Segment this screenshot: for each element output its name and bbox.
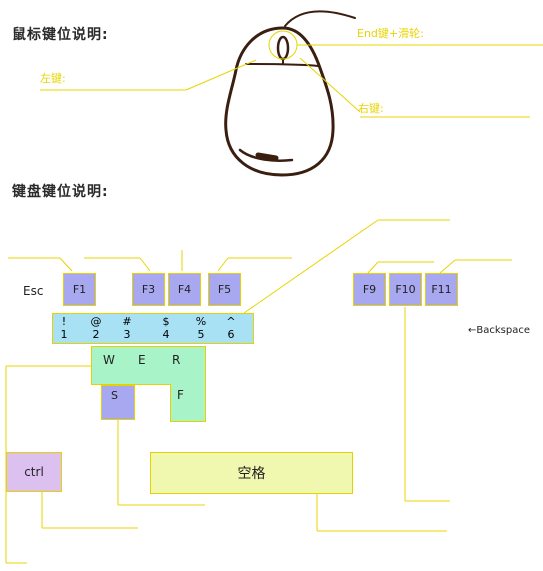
number-key-digit: 2 [92,328,100,341]
f5-key: F5 [208,273,241,306]
number-key-6: ^ 6 [224,315,238,341]
left-button-label: 左键: [40,72,66,85]
number-row: ! 1 @ 2 # 3 $ 4 % 5 ^ 6 [52,313,254,344]
number-key-symbol: $ [162,315,170,328]
number-key-4: $ 4 [159,315,173,341]
number-key-symbol: % [195,315,207,328]
ctrl-key: ctrl [6,452,62,492]
number-key-symbol: # [122,315,132,328]
keyboard-section-title: 键盘键位说明: [12,184,109,200]
number-key-symbol: @ [90,315,102,328]
f1-key: F1 [63,273,96,306]
number-key-digit: 5 [197,328,205,341]
number-key-digit: 1 [60,328,68,341]
number-key-digit: 3 [123,328,131,341]
number-key-3: # 3 [120,315,134,341]
middle-button-label: End键+滑轮: [357,27,424,40]
number-key-2: @ 2 [89,315,103,341]
number-key-symbol: ! [61,315,67,328]
backspace-label: ←Backspace [468,325,530,336]
f3-key: F3 [132,273,165,306]
f10-key: F10 [389,273,422,306]
mouse-icon [224,10,356,177]
wer-key-block [91,346,206,422]
number-key-digit: 6 [227,328,235,341]
f4-key: F4 [168,273,201,306]
right-button-label: 右键: [358,102,384,115]
number-key-symbol: ^ [226,315,236,328]
number-key-digit: 4 [162,328,170,341]
f9-key: F9 [353,273,386,306]
space-key: 空格 [150,452,353,494]
e-key-label: E [138,353,146,367]
number-key-1: ! 1 [57,315,71,341]
s-key: S [101,385,135,420]
f11-key: F11 [425,273,458,306]
r-key-label: R [172,353,181,367]
number-key-5: % 5 [194,315,208,341]
esc-key: Esc [23,284,44,298]
f-key-label: F [177,388,184,402]
w-key-label: W [103,353,115,367]
mouse-section-title: 鼠标键位说明: [12,27,109,43]
